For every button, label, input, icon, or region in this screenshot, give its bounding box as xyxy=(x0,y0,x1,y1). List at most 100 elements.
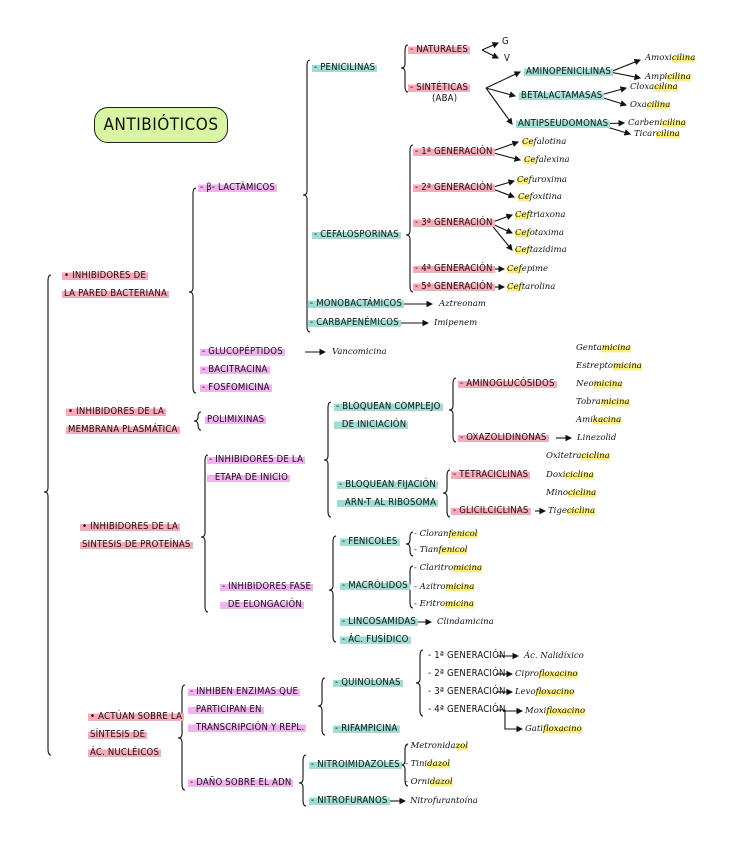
node-text: - 2ª GENERACIÓN xyxy=(428,668,506,679)
node-macrolidos: - MACRÓLIDOS xyxy=(340,577,410,595)
brace-bracket xyxy=(188,187,197,394)
node-membrana: • INHIBIDORES DE LA MEMBRANA PLASMÁTICA xyxy=(66,403,180,439)
brace-bracket xyxy=(298,754,307,807)
node-text: - BLOQUEAN FIJACIÓN ARN-T AL RIBOSOMA xyxy=(337,479,439,508)
drug-tianfenicol: - Tianfenicol xyxy=(414,545,468,555)
node-q-gen3: - 3ª GENERACIÓN xyxy=(426,683,508,701)
brace-bracket xyxy=(328,535,337,643)
brace-bracket xyxy=(400,44,409,93)
node-sinteticas: - SINTÉTICAS xyxy=(408,79,471,97)
node-text: - SINTÉTICAS xyxy=(408,82,471,93)
drug-suffix-highlight: Ce xyxy=(524,155,536,165)
drug-suffix-highlight: floxacino xyxy=(543,724,582,734)
drug-vancomicina: Vancomicina xyxy=(330,343,389,361)
node-glicilciclinas: - GLICILCICLINAS xyxy=(451,502,531,520)
drug-tigeciclina: Tigeciclina xyxy=(548,506,596,516)
node-text: (ABA) xyxy=(432,93,458,104)
node-tetraciclinas: - TETRACICLINAS xyxy=(451,466,531,484)
node-aminopenicilinas: AMINOPENICILINAS xyxy=(524,63,613,81)
node-text: Imipenem xyxy=(434,318,478,328)
node-text: - PENICILINAS xyxy=(312,62,378,73)
node-text: - 4ª GENERACIÓN xyxy=(428,704,506,715)
brace-bracket xyxy=(405,531,414,557)
drug-suffix-highlight: cilina xyxy=(646,100,671,110)
node-text: - QUINOLONAS xyxy=(333,677,403,688)
brace-bracket xyxy=(448,377,457,443)
node-gen1: - 1ª GENERACIÓN xyxy=(413,143,495,161)
drug-cloxacilina: Cloxacilina xyxy=(630,82,678,92)
drug-tinidazol: - Tinidazol xyxy=(405,759,450,769)
drug-minociclina: Minociclina xyxy=(546,488,597,498)
node-quinolonas: - QUINOLONAS xyxy=(333,674,403,692)
drug-suffix-highlight: micina xyxy=(445,582,475,592)
node-text: - BLOQUEAN COMPLEJO DE INICIACIÓN xyxy=(334,401,443,430)
drug-amikacina: Amikacina xyxy=(576,415,622,425)
node-text: - LINCOSAMIDAS xyxy=(340,616,418,627)
node-lincosamidas: - LINCOSAMIDAS xyxy=(340,613,418,631)
brace-bracket xyxy=(302,59,311,333)
drug-neomicina: Neomicina xyxy=(576,379,623,389)
node-text: • INHIBIDORES DE LA MEMBRANA PLASMÁTICA xyxy=(66,406,180,435)
drug-suffix-highlight: micina xyxy=(593,379,623,389)
drug-suffix-highlight: ciclina xyxy=(581,451,610,461)
drug-linezolid: Linezolid xyxy=(575,429,618,447)
drug-oxitetraciclina: Oxitetraciclina xyxy=(546,451,610,461)
node-text: - AMINOGLUCÓSIDOS xyxy=(458,378,557,389)
drug-suffix-highlight: micina xyxy=(601,343,631,353)
drug-eritromicina: - Eritromicina xyxy=(414,599,474,609)
node-nitrofuranos: - NITROFURANOS xyxy=(309,792,390,810)
drug-suffix-highlight: ciclina xyxy=(568,488,597,498)
node-text: - 1ª GENERACIÓN xyxy=(413,146,495,157)
brace-bracket xyxy=(405,144,414,293)
node-proteinas: • INHIBIDORES DE LA SINTESIS DE PROTEÍNA… xyxy=(80,518,193,554)
node-text: • INHIBIDORES DE LA PARED BACTERIANA xyxy=(62,270,170,299)
node-enzimas: - INHIBEN ENZIMAS QUE PARTICIPAN EN TRAN… xyxy=(188,683,307,737)
drug-moxifloxacino: Moxifloxacino xyxy=(525,706,586,716)
drug-ac-nalidixico: Ác. Nalidíxico xyxy=(522,647,586,665)
node-text: - β- LACTÁMICOS xyxy=(198,182,278,193)
node-text: - CEFALOSPORINAS xyxy=(312,229,401,240)
node-text: - NITROFURANOS xyxy=(309,795,390,806)
drug-metronidazol: - Metronidazol xyxy=(405,741,468,751)
drug-cefalexina: Cefalexina xyxy=(524,155,570,165)
brace-bracket xyxy=(317,677,326,736)
node-rifampicina: - RIFAMPICINA xyxy=(333,720,400,738)
drug-suffix-highlight: kacina xyxy=(592,415,622,425)
arrow-connector xyxy=(485,87,513,125)
node-fase-elongacion: - INHIBIDORES FASE DE ELONGACIÓN xyxy=(220,578,314,614)
drug-estreptomicina: Estreptomicina xyxy=(576,361,642,371)
drug-suffix-highlight: Cef xyxy=(515,228,530,238)
node-complejo: - BLOQUEAN COMPLEJO DE INICIACIÓN xyxy=(334,398,443,434)
node-aba: (ABA) xyxy=(430,90,459,108)
node-text: V xyxy=(504,53,511,64)
node-text: BETALACTAMASAS xyxy=(519,90,605,101)
node-text: - GLICILCICLINAS xyxy=(451,505,531,516)
node-text: - INHIBIDORES FASE DE ELONGACIÓN xyxy=(220,581,314,610)
node-gen2: - 2ª GENERACIÓN xyxy=(413,179,495,197)
brace-bracket xyxy=(43,274,52,756)
node-text: - FENICOLES xyxy=(340,536,400,547)
arrow-connector xyxy=(496,709,524,733)
node-fosfomicina: - FOSFOMICINA xyxy=(200,379,272,397)
drug-ceftriaxona: Ceftriaxona xyxy=(515,210,566,220)
node-text: Linezolid xyxy=(577,433,617,443)
drug-gatifloxacino: Gatifloxacino xyxy=(525,724,582,734)
node-carbapenemicos: - CARBAPENÉMICOS xyxy=(308,314,401,332)
drug-suffix-highlight: Ce xyxy=(517,175,529,185)
node-gen5: - 5ª GENERACIÓN xyxy=(413,278,495,296)
drug-cefalotina: Cefalotina xyxy=(522,137,567,147)
drug-suffix-highlight: Ce xyxy=(518,192,530,202)
node-betalactamasas: BETALACTAMASAS xyxy=(519,87,605,105)
node-text: G xyxy=(502,36,509,47)
drug-suffix-highlight: floxacino xyxy=(535,687,575,697)
drug-cefoxitina: Cefoxitina xyxy=(518,192,562,202)
node-text: Vancomicina xyxy=(332,347,387,357)
drug-suffix-highlight: micina xyxy=(613,361,642,371)
node-fijacion: - BLOQUEAN FIJACIÓN ARN-T AL RIBOSOMA xyxy=(337,476,439,512)
node-antipseudomonas: ANTIPSEUDOMONAS xyxy=(516,115,611,133)
node-text: - BACITRACINA xyxy=(200,364,270,375)
drug-cloranfenicol: - Cloranfenicol xyxy=(414,529,478,539)
node-text: • INHIBIDORES DE LA SINTESIS DE PROTEÍNA… xyxy=(80,521,193,550)
brace-bracket xyxy=(200,454,209,613)
brace-bracket xyxy=(442,469,451,518)
